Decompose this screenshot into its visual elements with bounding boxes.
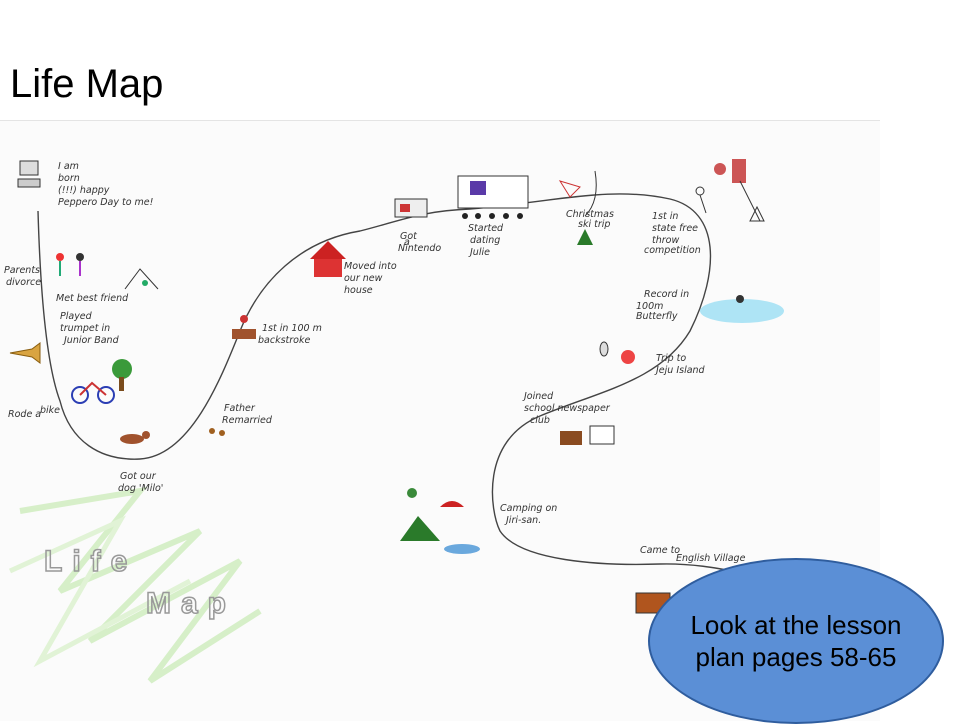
swimming-pool-icon <box>700 295 784 323</box>
svg-text:school newspaper: school newspaper <box>524 403 611 414</box>
svg-text:Joined: Joined <box>522 391 554 402</box>
svg-text:state free: state free <box>652 223 698 234</box>
caption-trumpet: Played trumpet in Junior Band <box>60 311 120 346</box>
svg-text:trumpet in: trumpet in <box>60 323 110 334</box>
father-figures-icon <box>209 428 225 436</box>
svg-text:Parents: Parents <box>4 265 40 276</box>
svg-text:Rode a: Rode a <box>8 409 41 420</box>
svg-text:Julie: Julie <box>468 247 490 258</box>
caption-record: Record in 100m Butterfly <box>636 289 689 322</box>
svg-text:bike: bike <box>40 405 60 416</box>
svg-text:divorce: divorce <box>6 277 41 288</box>
swing-set-icon <box>124 268 159 290</box>
svg-text:Christmas: Christmas <box>566 209 614 220</box>
svg-text:club: club <box>530 415 550 426</box>
caption-remarried: Father Remarried <box>222 403 273 426</box>
slide-title: Life Map <box>10 62 164 106</box>
svg-text:Trip to: Trip to <box>656 353 686 364</box>
movie-screen-icon <box>457 175 529 219</box>
life-path-line <box>37 193 761 577</box>
svg-text:a: a <box>404 237 410 248</box>
watermark-map: Map <box>146 587 236 620</box>
house-icon <box>310 241 346 277</box>
caption-new-house: Moved into our new house <box>344 261 397 296</box>
watermark-life: Life <box>44 545 137 578</box>
svg-text:throw: throw <box>652 235 679 246</box>
svg-text:Nintendo: Nintendo <box>398 243 441 254</box>
svg-text:Started: Started <box>468 223 504 234</box>
svg-text:Played: Played <box>60 311 93 322</box>
svg-text:Remarried: Remarried <box>222 415 273 426</box>
svg-text:born: born <box>58 173 80 184</box>
dog-icon <box>120 431 150 444</box>
svg-text:Record in: Record in <box>644 289 689 300</box>
svg-text:1st in 100 m: 1st in 100 m <box>262 323 322 334</box>
caption-born: I am born (!!!) happy Peppero Day to me! <box>58 161 154 208</box>
callout-line-1: Look at the lesson <box>690 610 902 640</box>
life-map-drawing: I am born (!!!) happy Peppero Day to me!… <box>0 120 880 721</box>
christmas-tree-icon <box>577 229 593 245</box>
svg-text:competition: competition <box>644 245 701 256</box>
svg-text:our new: our new <box>344 273 383 284</box>
podium-swimmer-icon <box>232 315 256 339</box>
svg-text:dating: dating <box>470 235 500 246</box>
caption-dog: Got our dog 'Milo' <box>118 471 163 494</box>
newspaper-desk-icon <box>560 425 615 445</box>
svg-text:Got: Got <box>400 231 418 242</box>
caption-bike: Rode a bike <box>8 405 60 420</box>
svg-text:house: house <box>344 285 373 296</box>
caption-christmas: Christmas ski trip <box>566 209 614 230</box>
svg-text:Jeju Island: Jeju Island <box>654 365 706 376</box>
lesson-plan-callout: Look at the lesson plan pages 58-65 <box>648 558 944 724</box>
svg-text:100m: 100m <box>636 301 663 312</box>
tree-icon <box>112 359 132 391</box>
svg-text:English Village: English Village <box>676 553 746 564</box>
caption-first-100: 1st in 100 m backstroke <box>258 323 322 346</box>
svg-text:Peppero Day to me!: Peppero Day to me! <box>58 197 154 208</box>
svg-text:Camping on: Camping on <box>500 503 557 514</box>
svg-text:Butterfly: Butterfly <box>636 311 678 322</box>
svg-text:Junior Band: Junior Band <box>62 335 120 346</box>
caption-newspaper: Joined school newspaper club <box>522 391 611 426</box>
caption-jeju: Trip to Jeju Island <box>654 353 706 376</box>
nintendo-icon <box>394 198 428 218</box>
family-figures-icon <box>56 253 84 276</box>
caption-state-free: 1st in state free throw competition <box>644 211 701 256</box>
stick-figure-icon <box>695 186 707 214</box>
svg-text:Got our: Got our <box>120 471 157 482</box>
bike-icon <box>71 381 115 404</box>
svg-text:Father: Father <box>224 403 256 414</box>
caption-english-village: Came to English Village <box>640 545 746 564</box>
svg-text:(!!!) happy: (!!!) happy <box>58 185 110 196</box>
camping-scene-icon <box>400 488 480 554</box>
caption-nintendo: Got a Nintendo <box>398 231 441 254</box>
caption-best-friend: Met best friend <box>56 293 129 304</box>
callout-line-2: plan pages 58-65 <box>695 642 897 672</box>
green-scribble-area <box>8 486 262 684</box>
svg-text:1st in: 1st in <box>652 211 678 222</box>
svg-text:I am: I am <box>58 161 79 172</box>
basketball-hoop-icon <box>714 159 765 222</box>
svg-text:backstroke: backstroke <box>258 335 310 346</box>
ski-icon <box>558 170 597 217</box>
svg-text:Moved into: Moved into <box>344 261 397 272</box>
svg-text:dog 'Milo': dog 'Milo' <box>118 483 163 494</box>
caption-camping: Camping on Jiri-san. <box>500 503 557 526</box>
caption-dating: Started dating Julie <box>468 223 504 258</box>
orange-icon <box>599 341 635 364</box>
caption-divorce: Parents divorce <box>4 265 41 288</box>
life-map-svg: I am born (!!!) happy Peppero Day to me!… <box>4 159 784 684</box>
svg-text:Came to: Came to <box>640 545 680 556</box>
trumpet-icon <box>9 342 41 364</box>
svg-text:ski trip: ski trip <box>578 219 610 230</box>
computer-icon <box>17 160 41 188</box>
svg-text:Jiri-san.: Jiri-san. <box>504 515 541 526</box>
